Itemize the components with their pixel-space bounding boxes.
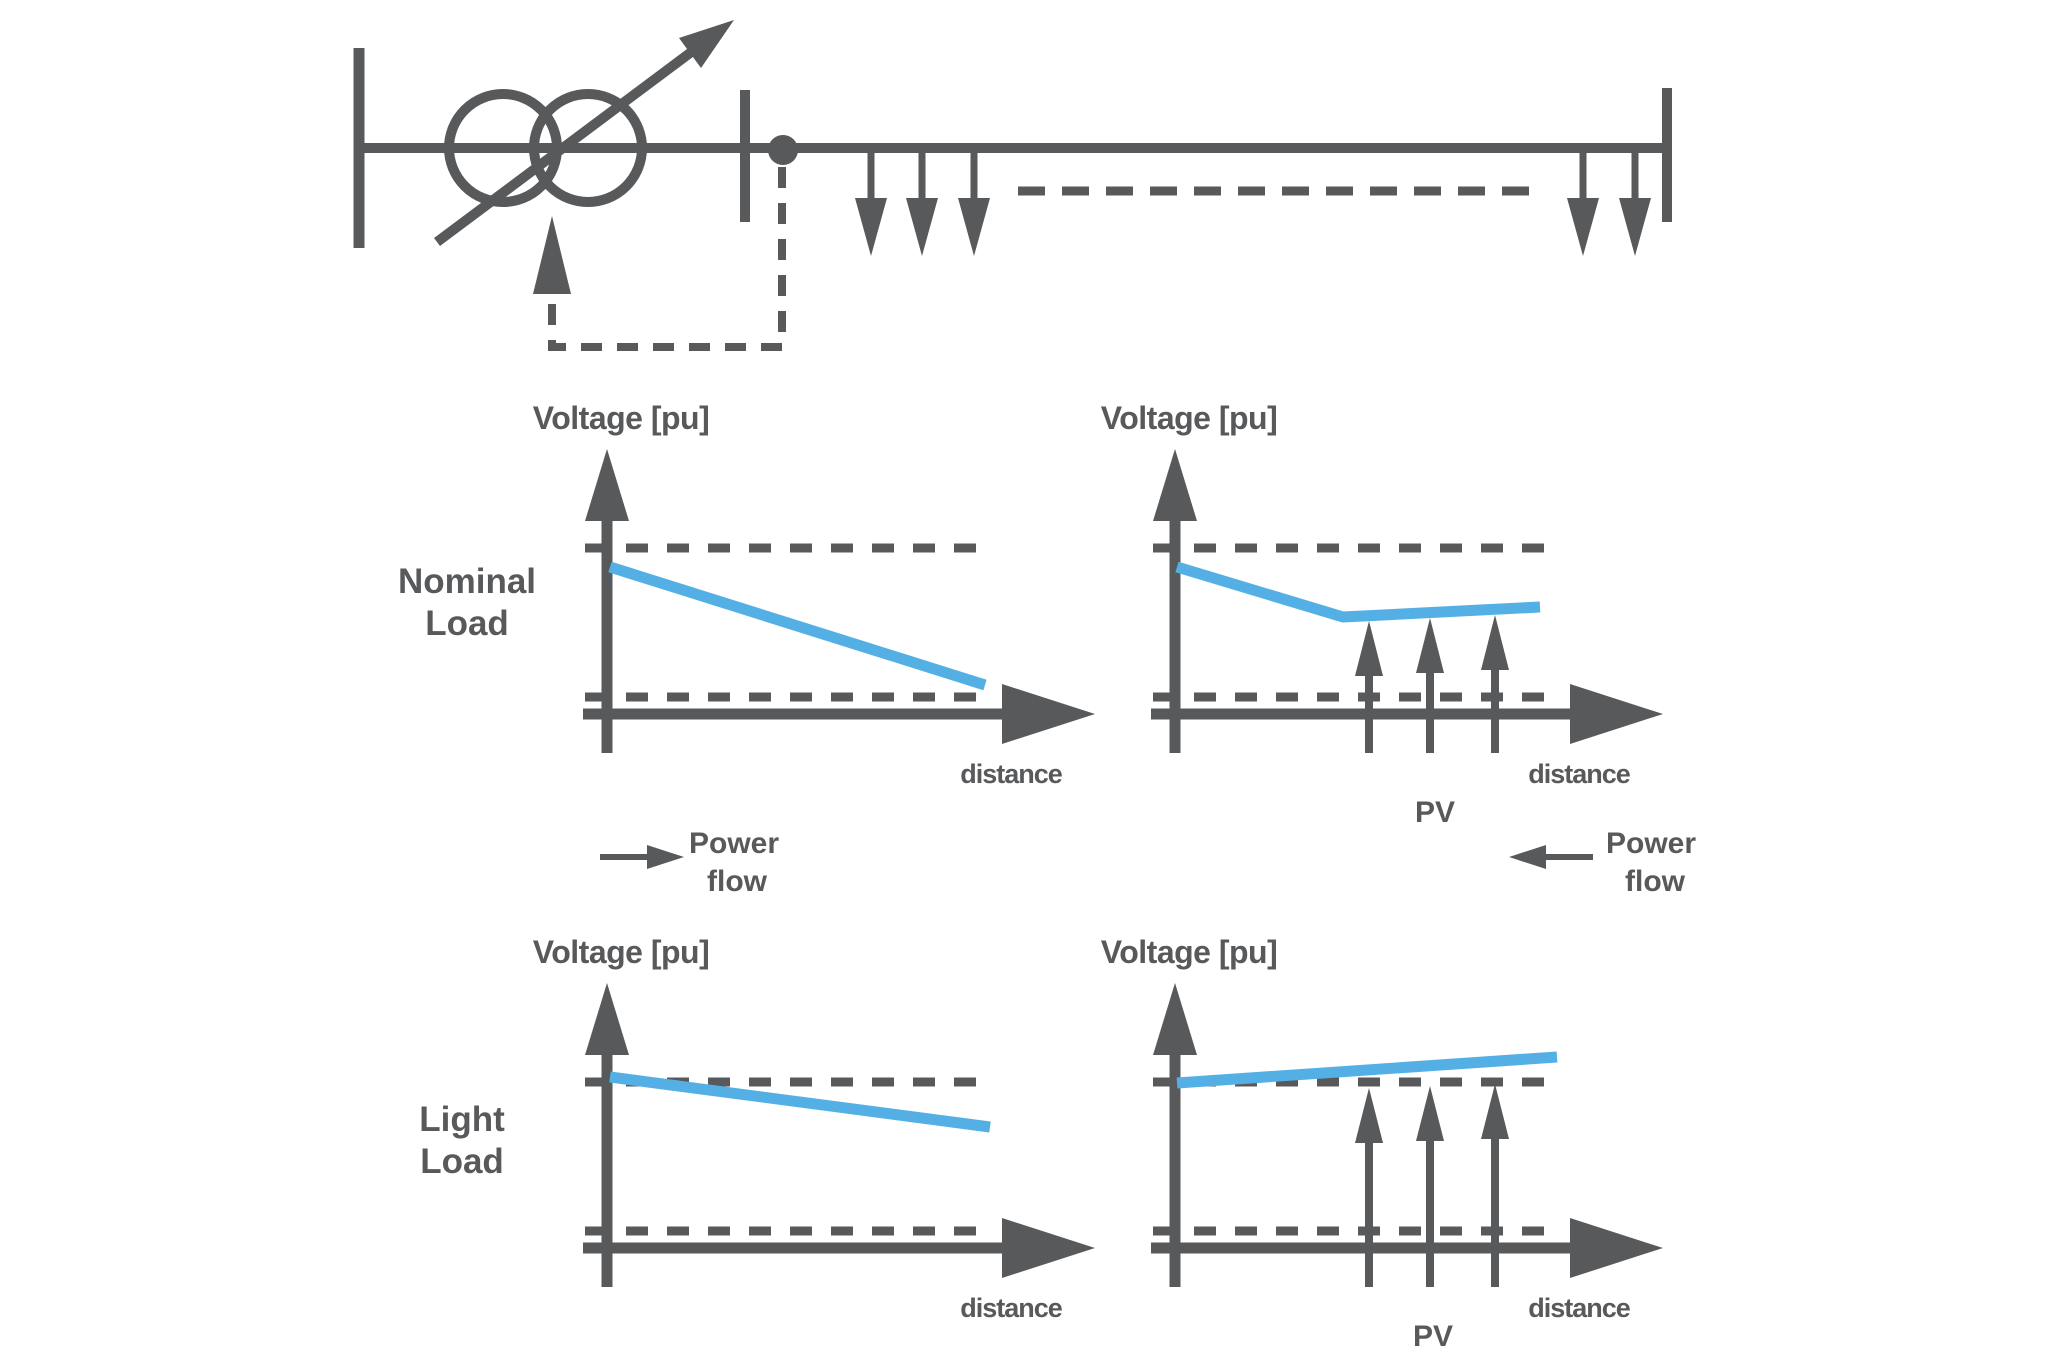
pv-injection-arrow-icon [1416, 618, 1444, 753]
y-axis-arrowhead-icon [1153, 983, 1197, 1055]
voltage-profile-line [609, 1071, 991, 1133]
load-arrow-icon [855, 152, 887, 256]
distribution-feeder-schematic [353, 20, 1672, 351]
svg-text:Light: Light [419, 1100, 505, 1139]
load-arrow-icon [1567, 152, 1599, 256]
power-flow-indicator-forward: Power flow [600, 827, 779, 898]
plot-nominal-load-no-pv: Voltage [pu] distance [533, 400, 1095, 789]
plot-nominal-load-with-pv: Voltage [pu] distance PV [1101, 400, 1663, 829]
power-flow-label: Power [689, 827, 779, 860]
control-signal-dashed-line [548, 167, 786, 351]
pv-injection-arrow-icon [1481, 615, 1509, 753]
pv-injection-arrow-icon [1355, 621, 1383, 753]
pv-injection-arrow-icon [1355, 1088, 1383, 1287]
pv-injection-arrow-icon [1416, 1086, 1444, 1287]
power-flow-arrow-icon [1509, 845, 1546, 869]
load-arrow-icon [1619, 152, 1651, 256]
power-flow-label: flow [707, 865, 768, 898]
distance-axis-label: distance [1528, 759, 1631, 789]
plot-light-load-with-pv: Voltage [pu] distance PV [1101, 934, 1663, 1353]
svg-text:Load: Load [420, 1142, 504, 1181]
voltage-profile-line [1176, 1051, 1558, 1089]
distance-axis-label: distance [1528, 1293, 1631, 1323]
x-axis-arrowhead-icon [1570, 1218, 1663, 1278]
oltc-transformer-icon [434, 20, 734, 247]
voltage-axis-label: Voltage [pu] [1101, 400, 1278, 436]
power-flow-label: Power [1606, 827, 1696, 860]
x-axis-arrowhead-icon [1002, 1218, 1095, 1278]
pv-label: PV [1415, 796, 1455, 829]
pv-label: PV [1413, 1320, 1453, 1353]
distance-axis-label: distance [960, 1293, 1063, 1323]
y-axis-arrowhead-icon [585, 983, 629, 1055]
tap-control-arrow-icon [533, 216, 571, 294]
voltage-profile-line [608, 561, 987, 691]
voltage-axis-label: Voltage [pu] [533, 934, 710, 970]
plot-light-load-no-pv: Voltage [pu] distance [533, 934, 1095, 1323]
y-axis-arrowhead-icon [1153, 449, 1197, 521]
tap-changer-arrowhead-icon [679, 20, 734, 68]
load-arrow-icon [958, 152, 990, 256]
row-label-light-load: Light Load [419, 1100, 505, 1181]
load-arrow-icon [906, 152, 938, 256]
power-flow-label: flow [1625, 865, 1686, 898]
voltage-axis-label: Voltage [pu] [533, 400, 710, 436]
tap-changer-arrow-shaft [434, 39, 705, 247]
measurement-node-dot [768, 135, 798, 165]
power-flow-indicator-reverse: Power flow [1509, 827, 1696, 898]
y-axis-arrowhead-icon [585, 449, 629, 521]
transformer-winding-circle [529, 89, 647, 207]
voltage-profile-line [1175, 561, 1541, 623]
voltage-axis-label: Voltage [pu] [1101, 934, 1278, 970]
distance-axis-label: distance [960, 759, 1063, 789]
row-label-nominal-load: Nominal Load [398, 562, 536, 643]
power-flow-arrow-icon [647, 845, 684, 869]
pv-injection-arrow-icon [1481, 1084, 1509, 1287]
svg-text:Nominal: Nominal [398, 562, 536, 601]
x-axis-arrowhead-icon [1002, 684, 1095, 744]
svg-text:Load: Load [425, 604, 509, 643]
x-axis-arrowhead-icon [1570, 684, 1663, 744]
